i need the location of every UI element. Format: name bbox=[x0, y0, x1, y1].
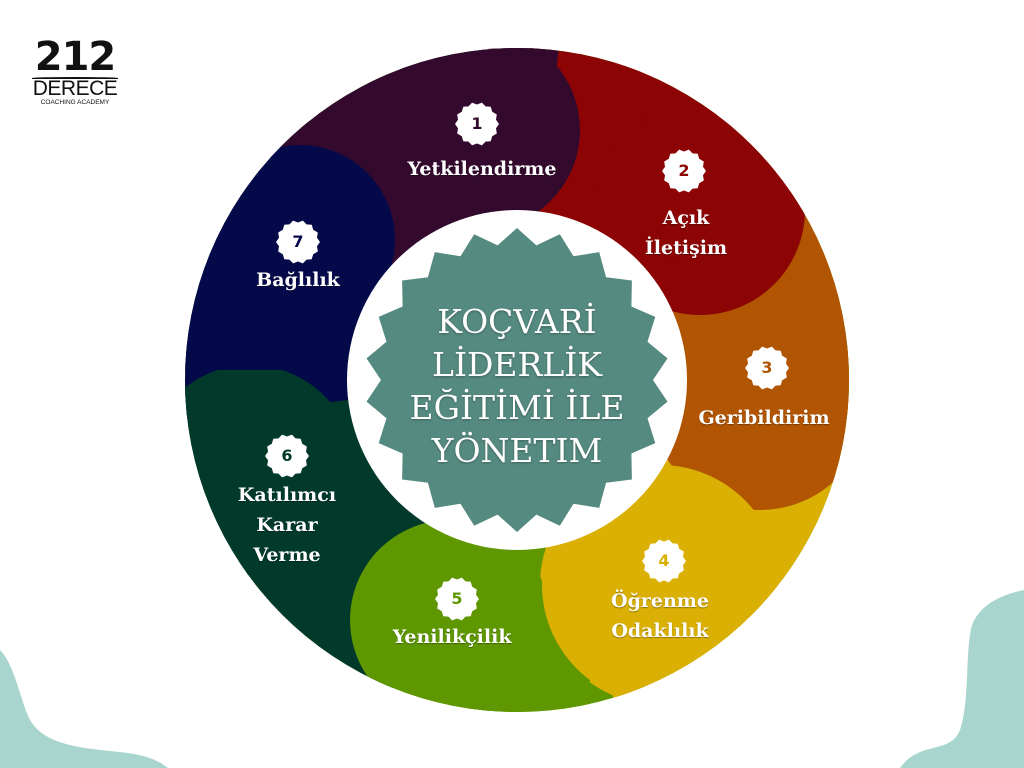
badge-shape-icon bbox=[265, 434, 309, 478]
center-title: KOÇVARİ LİDERLİK EĞİTİMİ İLE YÖNETIM bbox=[410, 300, 625, 472]
center-title-line-4: YÖNETIM bbox=[431, 431, 603, 470]
logo-number: 212 bbox=[34, 34, 117, 80]
step-number-badge-4: 4 bbox=[642, 539, 686, 583]
step-number: 6 bbox=[281, 446, 293, 465]
step-number: 1 bbox=[471, 114, 483, 133]
step-number-badge-3: 3 bbox=[745, 346, 789, 390]
step-number: 7 bbox=[292, 232, 304, 251]
label-line: Bağlılık bbox=[256, 269, 340, 291]
logo-subtitle: COACHING ACADEMY bbox=[40, 99, 110, 106]
badge-shape-icon bbox=[435, 577, 479, 621]
step-number-badge-2: 2 bbox=[662, 149, 706, 193]
badge-shape-icon bbox=[455, 102, 499, 146]
label-line: Yetkilendirme bbox=[407, 158, 557, 180]
logo-divider bbox=[32, 77, 118, 79]
segment-label-5: Yenilikçilik bbox=[392, 622, 511, 652]
center-title-line-1: KOÇVARİ bbox=[437, 302, 597, 341]
segment-label-3: Geribildirim bbox=[698, 403, 829, 433]
decorative-blob-bottom-right bbox=[900, 590, 1024, 768]
badge-shape-icon bbox=[642, 539, 686, 583]
segment-label-1: Yetkilendirme bbox=[408, 154, 557, 184]
step-number-badge-1: 1 bbox=[455, 102, 499, 146]
step-number: 2 bbox=[678, 161, 690, 180]
center-title-line-3: EĞİTİMİ İLE bbox=[409, 388, 625, 427]
segment-label-4: Öğrenme Odaklılık bbox=[611, 586, 709, 646]
label-line: İletişim bbox=[644, 237, 728, 259]
label-line: Yenilikçilik bbox=[392, 626, 512, 648]
badge-shape-icon bbox=[745, 346, 789, 390]
segment-label-2: Açık İletişim bbox=[645, 203, 727, 263]
label-line: Karar bbox=[256, 514, 318, 536]
label-line: Geribildirim bbox=[698, 407, 830, 429]
decorative-blob-bottom-left bbox=[0, 650, 168, 768]
step-number-badge-5: 5 bbox=[435, 577, 479, 621]
segment-label-7: Bağlılık bbox=[256, 265, 340, 295]
badge-shape-icon bbox=[662, 149, 706, 193]
step-number-badge-6: 6 bbox=[265, 434, 309, 478]
step-number: 4 bbox=[658, 551, 670, 570]
segment-label-6: Katılımcı Karar Verme bbox=[238, 480, 336, 570]
step-number-badge-7: 7 bbox=[276, 220, 320, 264]
label-line: Odaklılık bbox=[611, 620, 709, 642]
label-line: Katılımcı bbox=[237, 484, 337, 506]
logo-word: DERECE bbox=[32, 77, 118, 100]
label-line: Açık bbox=[662, 207, 710, 229]
brand-logo: 212 DERECE COACHING ACADEMY bbox=[30, 34, 120, 108]
badge-shape-icon bbox=[276, 220, 320, 264]
step-number: 3 bbox=[761, 358, 773, 377]
center-title-line-2: LİDERLİK bbox=[432, 345, 602, 384]
step-number: 5 bbox=[451, 589, 463, 608]
label-line: Verme bbox=[253, 544, 321, 566]
center-starburst bbox=[366, 228, 668, 532]
label-line: Öğrenme bbox=[611, 590, 709, 612]
